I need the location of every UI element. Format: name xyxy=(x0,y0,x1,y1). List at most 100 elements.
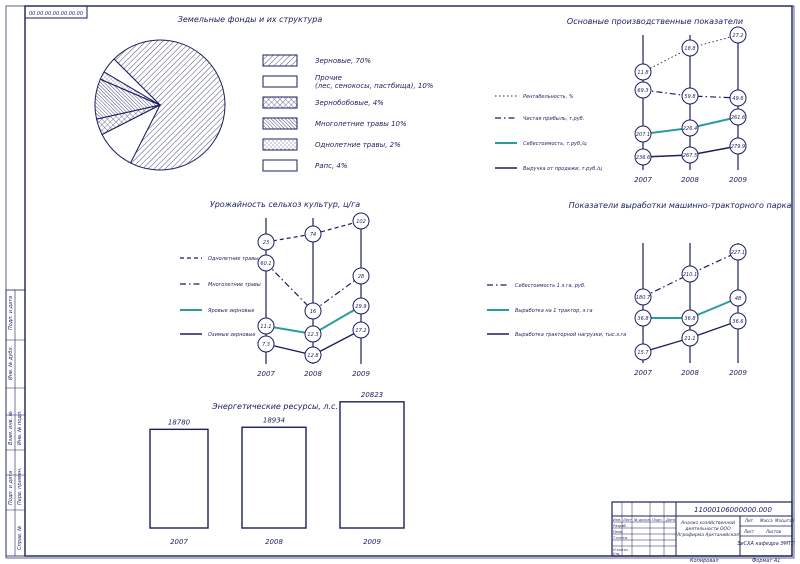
data-node xyxy=(352,321,370,339)
energy-title: Энергетические ресурсы, л.с. xyxy=(211,402,338,411)
data-node xyxy=(634,288,652,306)
year-label: 2009 xyxy=(729,369,747,377)
data-label: 21.1 xyxy=(684,336,695,342)
machinery-title: Показатели выработки машинно-тракторного… xyxy=(569,201,792,210)
inner-frame xyxy=(24,5,793,557)
role-label: Т.контр. xyxy=(613,536,628,540)
bar-value: 20823 xyxy=(361,391,383,399)
sidebar-label: Подп. и дата xyxy=(8,296,14,330)
data-label: 12.8 xyxy=(307,353,318,359)
data-node xyxy=(729,89,747,107)
role-label: Подп. xyxy=(652,518,663,522)
role-label: Дата xyxy=(665,518,675,522)
data-label: 74 xyxy=(310,232,316,238)
data-label: 69.3 xyxy=(637,88,648,94)
data-label: 267.5 xyxy=(683,153,697,159)
role-label: Разраб. xyxy=(613,524,627,528)
data-label: 207.1 xyxy=(636,132,650,138)
sidebar-label: Справ. № xyxy=(17,526,23,550)
data-node xyxy=(681,39,699,57)
year-label: 2007 xyxy=(257,370,275,378)
doc-org: ЗиСХА кафедра ЭМТП xyxy=(737,541,795,547)
data-label: 59.8 xyxy=(684,94,695,100)
land-pie-chart xyxy=(94,39,226,171)
data-label: 227.1 xyxy=(731,250,745,256)
data-node xyxy=(729,26,747,44)
data-node xyxy=(729,289,747,307)
legend-label: Однолетние травы, 2% xyxy=(315,141,401,149)
legend-label: Многолетние травы 10% xyxy=(315,120,407,128)
data-label: 36.8 xyxy=(637,316,648,322)
legend-label: Озимые зерновые xyxy=(208,332,255,338)
production-title: Основные производственные показатели xyxy=(567,17,743,26)
sidebar-label: Взам. инв. № xyxy=(8,411,14,445)
pie-slice xyxy=(103,58,161,106)
legend-label: Себестоимость 1 э.га, руб. xyxy=(515,283,586,289)
series-line xyxy=(642,251,739,298)
doc-desc-3: "Агрофирма Арктанийская" xyxy=(675,532,741,538)
pie-slice xyxy=(113,39,226,171)
data-node xyxy=(304,325,322,343)
top-stamp-box xyxy=(24,5,88,19)
legend-label: Выработка на 1 трактор, э.га xyxy=(515,308,593,314)
data-label: 12.3 xyxy=(307,332,318,338)
data-node xyxy=(352,297,370,315)
data-node xyxy=(257,233,275,251)
data-label: 49.6 xyxy=(732,96,743,102)
data-label: 48 xyxy=(735,296,741,302)
data-node xyxy=(304,225,322,243)
data-node xyxy=(634,309,652,327)
data-node xyxy=(634,125,652,143)
data-node xyxy=(304,346,322,364)
data-node xyxy=(634,63,652,81)
data-label: 11.8 xyxy=(637,70,648,76)
legend-label: Себестоимость, т.руб./ц xyxy=(523,141,587,147)
land-legend: Зерновые, 70%Прочие(лес, сенокосы, пастб… xyxy=(262,54,434,172)
role-label: Утв. xyxy=(613,552,620,556)
scale-label: Масштаб xyxy=(775,518,795,523)
legend-label: (лес, сенокосы, пастбища), 10% xyxy=(315,82,434,90)
left-sidebar: Подп. и дата Инв. № дубл. Взам. инв. № П… xyxy=(5,289,26,557)
legend-swatch xyxy=(262,117,298,130)
legend-label: Чистая прибыль, т.руб. xyxy=(523,116,584,122)
data-label: 60.1 xyxy=(260,261,271,267)
data-node xyxy=(257,335,275,353)
bar-category: 2007 xyxy=(170,538,188,546)
year-label: 2009 xyxy=(729,176,747,184)
legend-label: Выработка тракторной нагрузки, тыс.э.га xyxy=(515,332,626,338)
sheet-label: Лист xyxy=(743,529,755,534)
title-block: 11000106000000.000 Анализ хозяйственной … xyxy=(611,501,795,564)
legend-label: Прочие xyxy=(315,74,342,82)
role-label: Лист xyxy=(622,518,633,522)
data-node xyxy=(681,329,699,347)
data-node xyxy=(681,309,699,327)
data-label: 27.2 xyxy=(732,33,743,39)
energy-bar xyxy=(241,426,307,529)
legend-label: Зернобобовые, 4% xyxy=(315,99,384,107)
mass-label: Масса xyxy=(760,518,773,523)
year-label: 2007 xyxy=(634,176,652,184)
data-label: 11.1 xyxy=(260,324,271,330)
energy-bar xyxy=(149,428,209,529)
data-label: 102 xyxy=(356,219,366,225)
data-node xyxy=(729,137,747,155)
copied-label: Копировал xyxy=(690,558,719,564)
series-line xyxy=(642,89,739,99)
data-label: 18.8 xyxy=(684,46,695,52)
legend-swatch xyxy=(262,96,298,109)
bar-value: 18934 xyxy=(263,416,285,424)
bar-category: 2008 xyxy=(265,538,283,546)
legend-swatch xyxy=(262,75,298,88)
data-node xyxy=(681,87,699,105)
year-label: 2008 xyxy=(681,369,699,377)
sidebar-label: Инв. № подл. xyxy=(17,411,23,446)
data-label: 17.2 xyxy=(355,328,366,334)
data-node xyxy=(681,119,699,137)
yield-title: Урожайность сельхоз культур, ц/га xyxy=(210,200,360,209)
data-node xyxy=(634,343,652,361)
data-node xyxy=(681,265,699,283)
data-label: 29.9 xyxy=(355,304,366,310)
